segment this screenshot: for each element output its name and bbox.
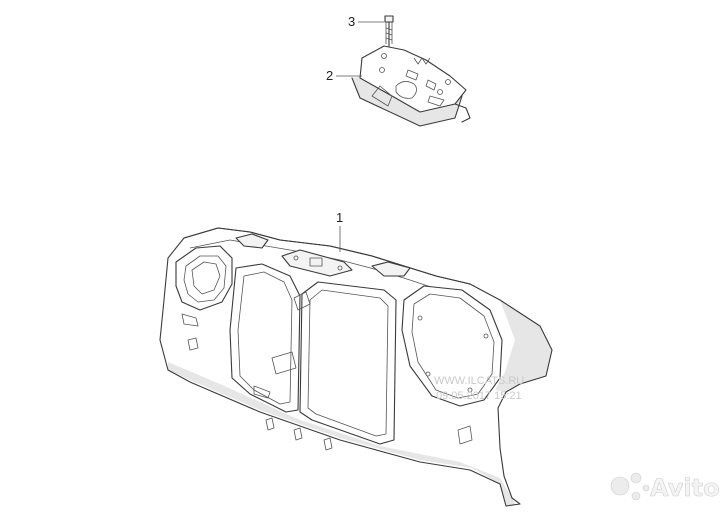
callout-3: 3 [348, 14, 384, 29]
watermark-site: WWW.ILCATS.RU [434, 375, 524, 387]
callout-label-3: 3 [348, 14, 355, 29]
avito-dot-small [631, 491, 641, 501]
hood-lock-part[interactable] [351, 45, 471, 127]
callout-2: 2 [326, 68, 362, 83]
avito-dot-tiny [642, 484, 650, 492]
avito-dot-large [610, 476, 630, 496]
radiator-support-panel[interactable] [159, 227, 553, 507]
callout-label-1: 1 [336, 210, 343, 225]
bolt-part[interactable] [384, 15, 394, 47]
callout-1: 1 [336, 210, 343, 252]
avito-dot-medium [630, 472, 642, 484]
avito-wordmark: Avito [650, 474, 720, 502]
watermark: WWW.ILCATS.RU 09.05.2017 15:21 [434, 375, 524, 402]
avito-logo: Avito [610, 472, 720, 502]
callout-label-2: 2 [326, 68, 333, 83]
watermark-date: 09.05.2017 15:21 [436, 390, 522, 402]
